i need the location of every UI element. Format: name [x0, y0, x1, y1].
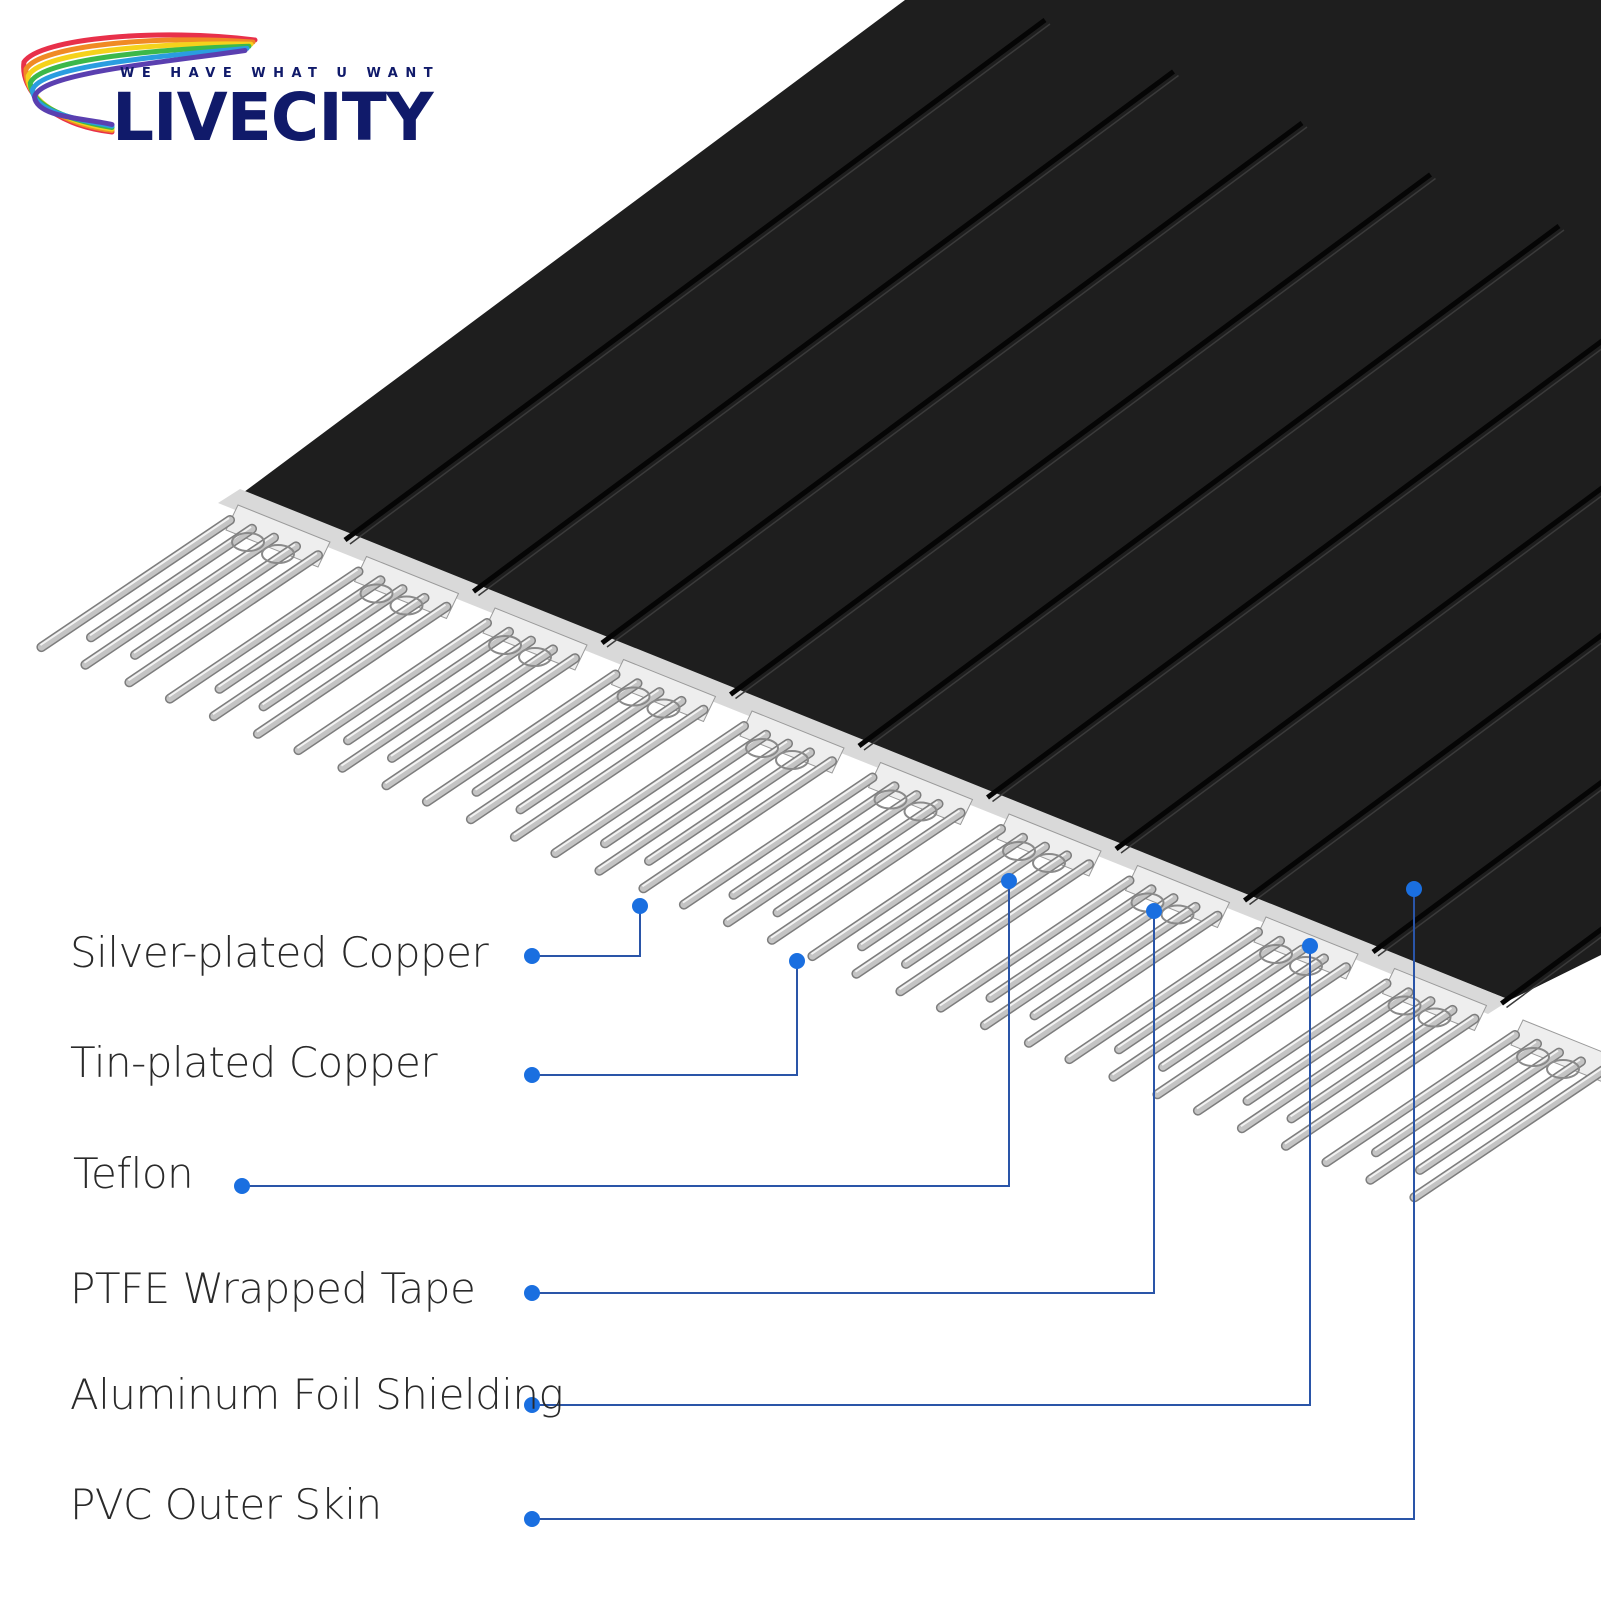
livecity-logo: WE HAVE WHAT U WANT LIVECITY	[24, 35, 440, 156]
label-dot	[524, 1511, 540, 1527]
target-dot	[632, 898, 648, 914]
wire-highlight	[1162, 956, 1323, 1065]
leader-line	[532, 946, 1310, 1405]
pvc-jacket	[240, 0, 1601, 1000]
flat-ribbon-cable	[40, 0, 1601, 1197]
label-dot	[234, 1178, 250, 1194]
label-pvc-outer-skin: PVC Outer Skin	[70, 1484, 382, 1526]
wire-highlight	[520, 699, 681, 808]
wire-highlight	[263, 596, 424, 705]
target-dot	[1146, 903, 1162, 919]
label-teflon: Teflon	[73, 1153, 193, 1195]
target-dot	[1001, 873, 1017, 889]
label-aluminum-foil-shielding: Aluminum Foil Shielding	[70, 1374, 563, 1416]
target-dot	[1302, 938, 1318, 954]
label-dot	[524, 1285, 540, 1301]
leader-line	[532, 961, 797, 1075]
wire-highlight	[905, 853, 1066, 962]
label-dot	[524, 1067, 540, 1083]
label-ptfe-wrapped-tape: PTFE Wrapped Tape	[70, 1268, 475, 1310]
wire-highlight	[1291, 1008, 1452, 1117]
target-dot	[1406, 881, 1422, 897]
label-tin-plated-copper: Tin-plated Copper	[70, 1042, 437, 1084]
label-dot	[524, 948, 540, 964]
wire-highlight	[134, 544, 295, 653]
wire-highlight	[1034, 905, 1195, 1014]
wire-highlight	[1419, 1059, 1580, 1168]
label-silver-plated-copper: Silver-plated Copper	[70, 932, 488, 974]
wire-highlight	[391, 647, 552, 756]
wire-highlight	[648, 750, 809, 859]
wire-highlight	[777, 802, 938, 911]
leader-line	[532, 906, 640, 956]
target-dot	[789, 953, 805, 969]
logo-wordmark: LIVECITY	[112, 79, 435, 156]
